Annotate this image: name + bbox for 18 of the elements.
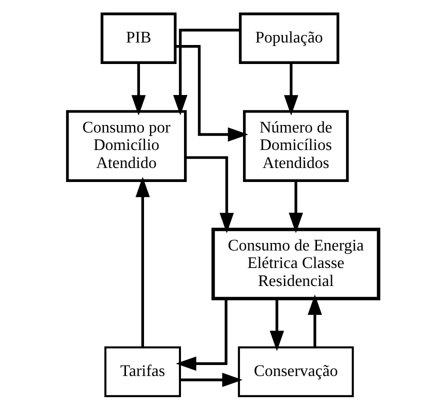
- arrow: [130, 62, 146, 116]
- node-box: Consumo por Domicílio Atendido: [66, 110, 186, 182]
- arrow: [307, 294, 322, 348]
- node-box: Tarifas: [104, 346, 180, 398]
- arrow: [175, 298, 227, 371]
- arrow: [185, 156, 234, 234]
- node-box: Consumo de Energia Elétrica Classe Residencial: [210, 228, 380, 300]
- arrow: [172, 28, 240, 116]
- arrow: [174, 45, 248, 142]
- arrow: [135, 176, 150, 348]
- arrow: [284, 62, 298, 116]
- node-box: PIB: [100, 12, 176, 64]
- arrow: [269, 298, 284, 352]
- node-box: Conservação: [237, 346, 354, 398]
- arrow: [288, 180, 302, 234]
- node-box: População: [238, 12, 339, 64]
- node-box: Número de Domicílios Atendidos: [242, 110, 348, 182]
- arrow: [180, 372, 242, 388]
